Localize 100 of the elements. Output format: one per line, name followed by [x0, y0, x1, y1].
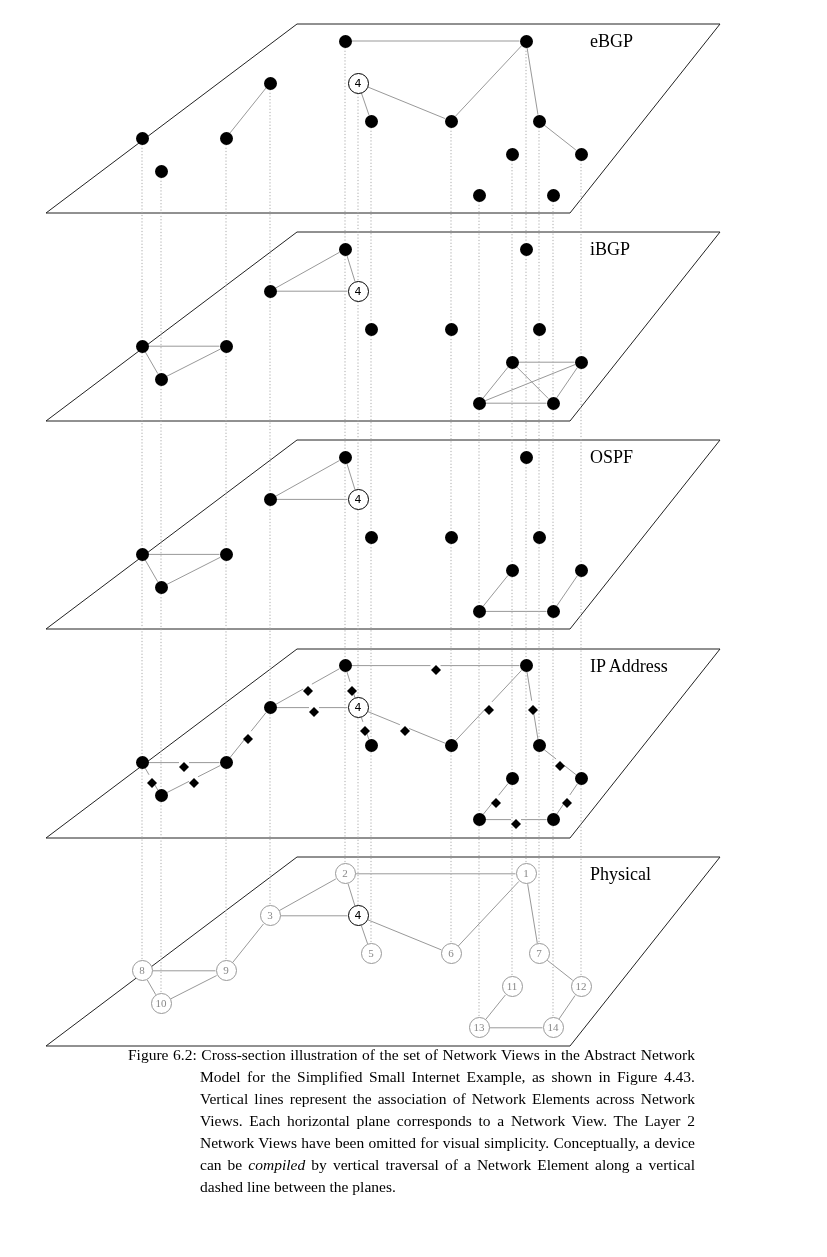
dotted-connector	[370, 543, 372, 740]
node-circle: 6	[440, 943, 462, 965]
node-circle: 9	[215, 960, 237, 982]
node-dot	[505, 147, 519, 161]
node-dot	[532, 322, 546, 336]
node-dot	[532, 114, 546, 128]
link-line	[166, 780, 190, 794]
node-dot	[574, 355, 588, 369]
link-line	[351, 40, 520, 42]
node-dot	[574, 147, 588, 161]
node-dot	[364, 322, 378, 336]
link-line	[276, 498, 348, 500]
link-line	[318, 707, 348, 709]
dotted-connector	[538, 751, 540, 944]
node-circle: 4	[347, 905, 369, 927]
plane-parallelogram	[46, 24, 720, 213]
link-line	[367, 919, 442, 951]
figure-caption: Figure 6.2: Cross-section illustration of the set of Network Views in the Abstract Network Model for the Simplified Small Internet Example, as shown in Figure 4.43. Vertical lines represent the association of Network Elements across Network Views. Each horizontal plane corresponds to a Network View. The Layer 2 Network Views have been omitted for visual simplicity. Conceptually, a device can be compiled by vertical traversal of a Network Element along a vertical dashed line between the planes.	[128, 1045, 695, 1197]
link-line	[144, 351, 159, 375]
node-dot	[154, 372, 168, 386]
node-dot	[472, 396, 486, 410]
plane-label: Physical	[590, 862, 651, 885]
node-dot	[505, 563, 519, 577]
link-line	[569, 783, 578, 796]
node-dot	[574, 772, 588, 786]
link-line	[454, 45, 523, 117]
dotted-connector	[511, 784, 513, 977]
link-line	[518, 361, 575, 363]
link-line	[229, 87, 267, 134]
link-line	[516, 366, 549, 400]
link-line	[275, 460, 340, 497]
node-dot	[546, 396, 560, 410]
node-dot	[364, 114, 378, 128]
link-line	[250, 712, 267, 732]
plane-parallelogram	[46, 856, 720, 1046]
node-dot	[263, 701, 277, 715]
link-line	[520, 819, 547, 821]
node-dot	[263, 284, 277, 298]
link-line	[148, 345, 220, 347]
node-circle: 4	[347, 488, 369, 510]
link-line	[360, 92, 370, 116]
node-dot	[135, 756, 149, 770]
link-line	[367, 86, 446, 120]
node-dot	[364, 739, 378, 753]
node-circle: 4	[347, 280, 369, 302]
link-line	[440, 665, 520, 667]
link-line	[144, 559, 159, 583]
link-line	[275, 251, 340, 289]
link-line	[276, 707, 310, 709]
node-dot	[263, 76, 277, 90]
link-line	[482, 366, 509, 399]
node-dot	[444, 114, 458, 128]
plane-label: IP Address	[590, 654, 668, 677]
node-dot	[135, 131, 149, 145]
node-dot	[519, 450, 533, 464]
plane-parallelogram	[46, 232, 720, 422]
link-line	[485, 994, 506, 1021]
link-line	[367, 711, 401, 726]
link-line	[457, 880, 520, 947]
node-circle: 13	[468, 1017, 490, 1039]
link-line	[556, 575, 578, 607]
link-line	[276, 290, 348, 292]
link-line	[454, 708, 486, 742]
node-dot	[219, 547, 233, 561]
node-circle: 12	[570, 976, 592, 998]
plane-label: iBGP	[590, 238, 631, 261]
node-dot	[519, 242, 533, 256]
node-dot	[546, 188, 560, 202]
node-dot	[219, 131, 233, 145]
link-line	[556, 802, 565, 815]
link-line	[546, 959, 574, 981]
link-line	[489, 1027, 543, 1029]
link-line	[152, 970, 216, 972]
link-line	[485, 819, 512, 821]
node-dot	[154, 580, 168, 594]
node-dot	[154, 164, 168, 178]
node-dot	[472, 604, 486, 618]
node-dot	[263, 492, 277, 506]
dotted-connector	[525, 671, 527, 864]
node-circle: 3	[259, 905, 281, 927]
node-dot	[135, 547, 149, 561]
link-line	[311, 668, 340, 685]
link-line	[491, 669, 523, 703]
plane-label: OSPF	[590, 446, 634, 469]
link-line	[346, 671, 351, 683]
node-circle: 11	[501, 976, 523, 998]
link-line	[482, 802, 493, 816]
link-line	[346, 254, 356, 282]
node-dot	[472, 188, 486, 202]
link-line	[346, 463, 356, 490]
node-circle: 4	[347, 72, 369, 94]
link-line	[197, 765, 221, 778]
link-line	[166, 556, 221, 585]
node-dot	[154, 789, 168, 803]
node-dot	[546, 604, 560, 618]
node-dot	[505, 772, 519, 786]
link-line	[482, 574, 509, 607]
link-line	[543, 124, 577, 151]
node-dot	[338, 242, 352, 256]
link-line	[144, 767, 150, 776]
